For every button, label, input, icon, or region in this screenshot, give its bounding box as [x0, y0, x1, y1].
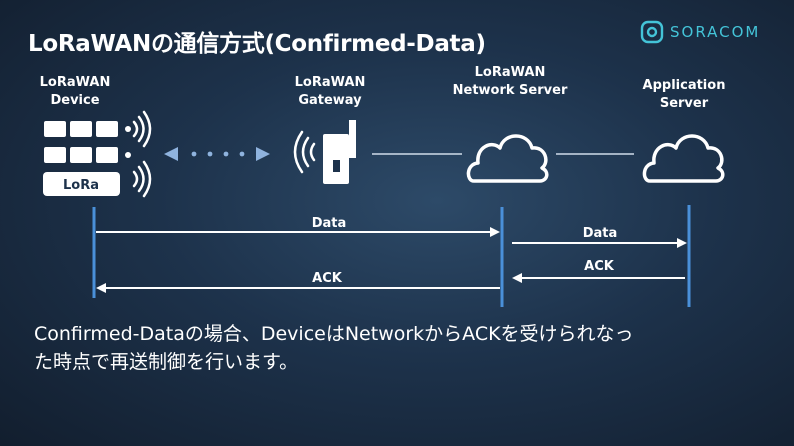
note-line1: Confirmed-Dataの場合、DeviceはNetworkからACKを受け… [34, 323, 634, 345]
network-server-cloud-icon [466, 134, 549, 183]
app-server-label: Application Server [624, 77, 744, 113]
device-label-line2: Device [50, 93, 100, 108]
device-label: LoRaWAN Device [30, 74, 120, 110]
app-server-label-line1: Application [642, 78, 726, 93]
brand-name: SORACOM [670, 23, 761, 41]
device-wireless-icon [132, 110, 152, 198]
gateway-label-line1: LoRaWAN [294, 75, 366, 90]
ack-label-app-to-ns: ACK [584, 259, 615, 274]
soracom-logo-icon [640, 20, 664, 44]
gateway-icon [293, 120, 356, 184]
explanation-note: Confirmed-Dataの場合、DeviceはNetworkからACKを受け… [34, 320, 754, 376]
gateway-label-line2: Gateway [298, 93, 362, 108]
gateway-label: LoRaWAN Gateway [280, 74, 380, 110]
network-server-label-line2: Network Server [452, 83, 568, 98]
device-gateway-link [164, 147, 270, 161]
app-server-cloud-icon [642, 134, 725, 183]
data-label-device-to-ns: Data [312, 216, 347, 231]
app-server-label-line2: Server [659, 96, 709, 111]
device-label-line1: LoRaWAN [39, 75, 111, 90]
device-icon [43, 121, 131, 196]
brand-logo: SORACOM [640, 20, 760, 44]
network-server-label: LoRaWAN Network Server [440, 64, 580, 100]
ack-label-ns-to-device: ACK [312, 271, 343, 286]
slide-title: LoRaWANの通信方式(Confirmed-Data) [28, 31, 486, 57]
network-server-label-line1: LoRaWAN [474, 65, 546, 80]
note-line2: た時点で再送制御を行います。 [34, 351, 299, 373]
device-badge-text: LoRa [63, 178, 99, 193]
data-label-ns-to-app: Data [583, 226, 618, 241]
